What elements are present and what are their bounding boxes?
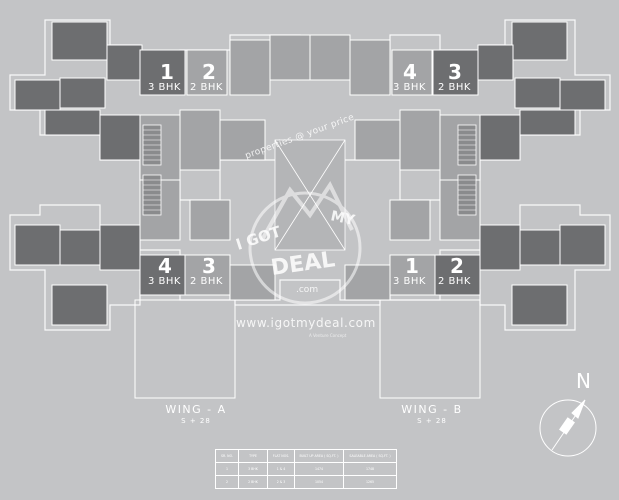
unit-type: 2 BHK: [438, 82, 471, 93]
table-row: 2 2 BHK 2 & 3 1054 1265: [215, 475, 397, 489]
wing-floors: S + 28: [417, 417, 447, 425]
unit-block-top-left: [14, 21, 186, 161]
unit-block-bottom-right: [434, 224, 606, 326]
cell-flat-nos: 2 & 3: [267, 475, 295, 489]
header-saleable-area: SALEABLE AREA ( SQ.FT. ): [343, 449, 397, 463]
watermark-dotcom: .com: [296, 285, 318, 295]
wing-name: WING - B: [401, 403, 463, 416]
cell-type: 2 BHK: [238, 475, 268, 489]
unit-number: 4: [158, 254, 172, 278]
cell-flat-nos: 1 & 4: [267, 462, 295, 476]
unit-number: 3: [202, 254, 216, 278]
unit-number: 3: [448, 60, 462, 84]
unit-label-1-a: 1 3 BHK: [148, 62, 181, 93]
unit-type: 2 BHK: [190, 276, 223, 287]
unit-type: 2 BHK: [438, 276, 471, 287]
cell-saleable-area: 1748: [343, 462, 397, 476]
unit-label-4-b: 4 3 BHK: [393, 62, 426, 93]
header-built-up-area: BUILT UP AREA ( SQ.FT. ): [294, 449, 344, 463]
unit-type: 3 BHK: [393, 276, 426, 287]
wing-name: WING - A: [165, 403, 227, 416]
cell-sr-no: 1: [215, 462, 239, 476]
unit-label-3-a: 3 2 BHK: [190, 256, 223, 287]
unit-block-bottom-left: [14, 224, 186, 326]
cell-saleable-area: 1265: [343, 475, 397, 489]
unit-number: 2: [202, 60, 216, 84]
unit-block-top-right: [432, 21, 606, 161]
north-label: N: [576, 369, 591, 393]
unit-label-1-b: 1 3 BHK: [393, 256, 426, 287]
unit-label-4-a: 4 3 BHK: [148, 256, 181, 287]
watermark-logo: [248, 180, 362, 305]
cell-built-up-area: 1474: [294, 462, 344, 476]
watermark-small-text: A Venture Concept: [309, 333, 347, 338]
header-flat-nos: FLAT NOS.: [267, 449, 295, 463]
unit-label-2-a: 2 2 BHK: [190, 62, 223, 93]
cell-built-up-area: 1054: [294, 475, 344, 489]
watermark-line3: DEAL: [269, 247, 336, 281]
watermark-line2: MY: [329, 208, 357, 229]
podium-outline: [134, 299, 481, 399]
wing-floors: S + 28: [181, 417, 211, 425]
wing-a-title: WING - A S + 28: [136, 403, 256, 426]
area-table: SR. NO. TYPE FLAT NOS. BUILT UP AREA ( S…: [215, 449, 397, 489]
table-row: 1 3 BHK 1 & 4 1474 1748: [215, 462, 397, 476]
watermark-url: www.igotmydeal.com: [236, 316, 376, 330]
unit-label-2-b: 2 2 BHK: [438, 256, 471, 287]
stair-treads: [143, 129, 476, 211]
unit-number: 4: [403, 60, 417, 84]
wing-b-title: WING - B S + 28: [372, 403, 492, 426]
header-type: TYPE: [238, 449, 268, 463]
unit-type: 3 BHK: [148, 276, 181, 287]
unit-number: 1: [160, 60, 174, 84]
unit-type: 3 BHK: [393, 82, 426, 93]
unit-type: 2 BHK: [190, 82, 223, 93]
compass: [539, 399, 597, 457]
cell-type: 3 BHK: [238, 462, 268, 476]
area-table-header-row: SR. NO. TYPE FLAT NOS. BUILT UP AREA ( S…: [215, 449, 397, 463]
unit-label-3-b: 3 2 BHK: [438, 62, 471, 93]
header-sr-no: SR. NO.: [215, 449, 239, 463]
unit-number: 2: [450, 254, 464, 278]
unit-number: 1: [405, 254, 419, 278]
cell-sr-no: 2: [215, 475, 239, 489]
unit-type: 3 BHK: [148, 82, 181, 93]
